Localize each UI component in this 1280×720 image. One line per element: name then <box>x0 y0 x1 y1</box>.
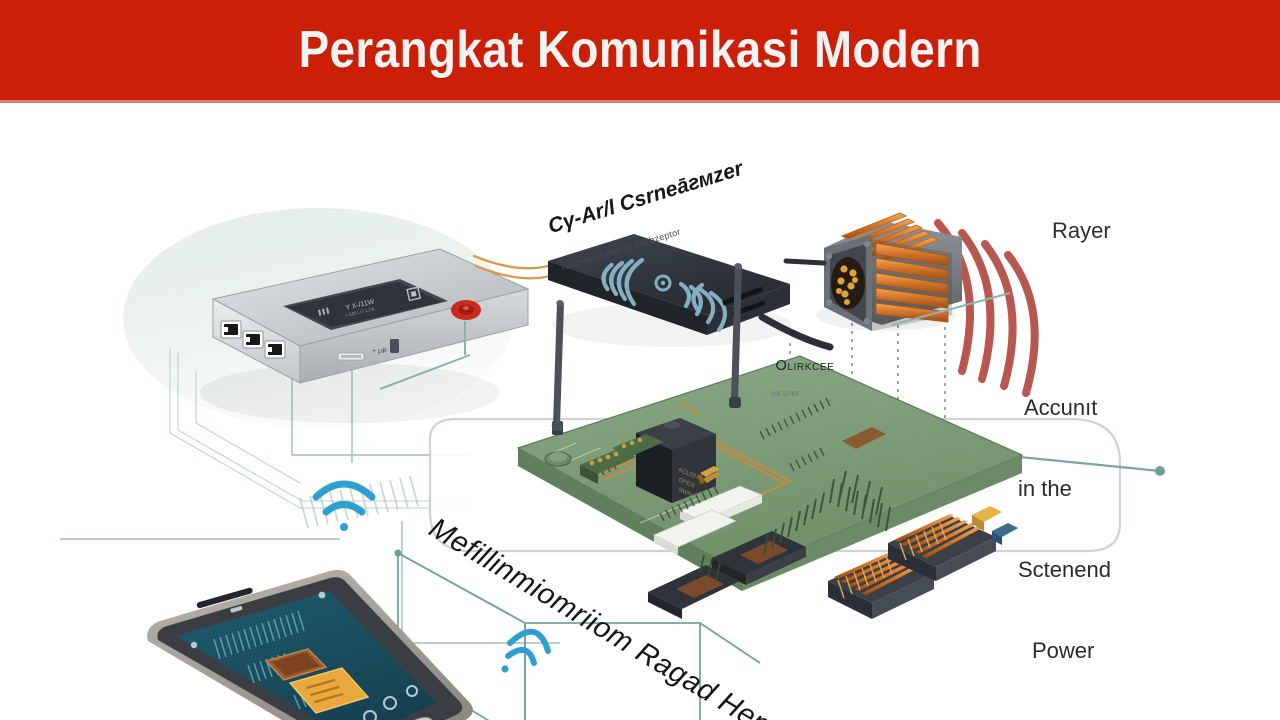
pad-to-coil-cable <box>758 313 834 351</box>
wifi-icon-lower <box>501 628 551 673</box>
coil-connector-face <box>824 235 872 331</box>
label-olirkcee-sub: 2SF LI7EF <box>771 391 800 399</box>
pcb-round-component <box>544 451 572 467</box>
pcb-gold-connector <box>697 466 720 485</box>
coil-connector-pins <box>836 265 858 305</box>
main-pcb-board: KCL007 OPEN RWN <box>516 263 1024 619</box>
pcb-brown-pad <box>842 427 886 449</box>
label-accunit-line1: Accunıt <box>1024 395 1098 420</box>
illustration-stage: Y X-/11W r S0f Lr7 L7A <box>0 103 1280 720</box>
label-accunit-block: Accunıt in the Sctenend Power <box>1018 340 1111 718</box>
phone-home-button <box>414 717 433 720</box>
inductor-coil-device <box>783 212 1011 331</box>
phone-nav-icons <box>363 685 418 720</box>
heatsink-2-fins <box>894 514 982 561</box>
page-title: Perangkat Komunikasi Modern <box>298 21 982 79</box>
smartphone-device <box>147 569 473 720</box>
router-stand-leg <box>379 321 471 390</box>
phone-status-icons <box>190 591 326 649</box>
wireless-router-device: Y X-/11W r S0f Lr7 L7A <box>200 248 530 423</box>
router-ports <box>220 320 286 359</box>
page-header-banner: Perangkat Komunikasi Modern <box>0 0 1280 100</box>
guide-endpoint-dots <box>394 549 402 557</box>
pcb-antenna-left <box>551 300 564 435</box>
wifi-icon-upper <box>312 480 376 531</box>
label-accunit-line3: Sctenend <box>1018 557 1111 582</box>
pcb-green-connectors <box>580 434 664 484</box>
nfc-symbol-right-arcs <box>678 281 727 333</box>
label-rayer: Rayer <box>1052 218 1111 243</box>
coil-windings-face <box>872 239 952 331</box>
router-screen-icon <box>406 286 422 302</box>
pcb-black-module: KCL007 OPEN RWN <box>636 418 716 503</box>
label-olirkcee-block: Olirkcee 2SF LI7EF <box>757 342 834 430</box>
phone-earpiece <box>196 587 253 609</box>
pcb-white-chip-2 <box>653 509 737 555</box>
label-accunit-line2: in the <box>1018 476 1072 501</box>
banner-bottom-edge <box>0 100 1280 103</box>
label-olirkcee: Olirkcee <box>775 358 835 374</box>
phone-screen-chip-brown <box>264 648 328 681</box>
coil-leads <box>783 258 827 266</box>
pcb-component-cluster <box>699 470 891 582</box>
pcb-antenna-right <box>729 263 742 408</box>
router-side-button <box>390 339 399 353</box>
phone-screen-chip-orange <box>288 667 370 714</box>
svg-text:RWN: RWN <box>677 487 692 498</box>
heatsink-1-fins <box>834 551 924 599</box>
coil-ground-line <box>891 292 1011 326</box>
svg-text:+ μ₽: + μ₽ <box>372 347 387 355</box>
coil-mount-screws <box>825 240 871 325</box>
nfc-wireless-pad <box>548 234 834 351</box>
router-power-button <box>451 300 481 320</box>
label-accunit-line4: Power <box>1032 638 1095 663</box>
nfc-center-dot <box>654 274 672 292</box>
router-usb-slot <box>337 352 365 361</box>
pcb-heatsink-2 <box>888 514 996 581</box>
nfc-symbol-icon <box>601 257 705 312</box>
pcb-small-components <box>972 506 1018 545</box>
